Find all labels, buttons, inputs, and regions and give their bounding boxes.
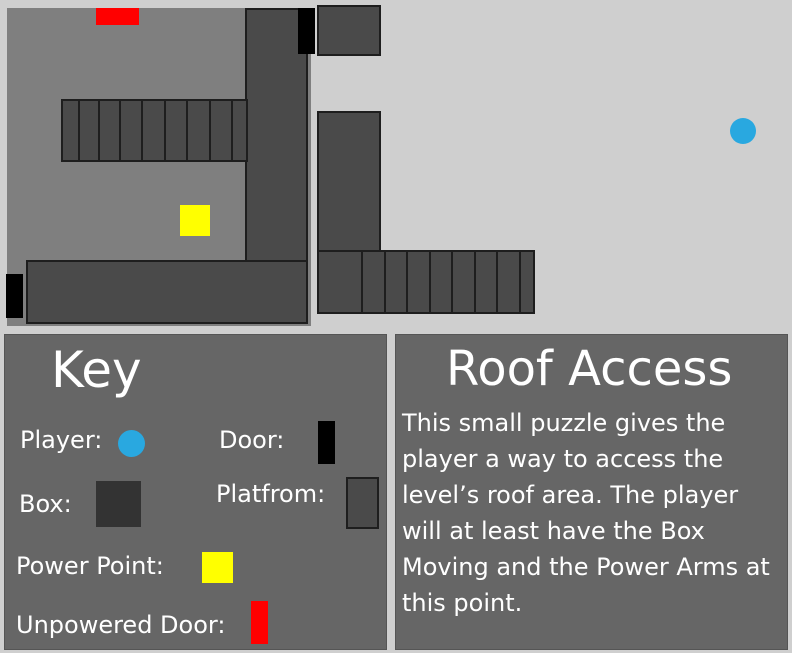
segmented-platform-right xyxy=(317,250,535,314)
power-point-swatch-icon xyxy=(202,552,233,583)
door-label: Door: xyxy=(219,426,285,454)
platform-segment xyxy=(431,252,454,312)
platform-segment xyxy=(386,252,409,312)
platform-mid-right-column xyxy=(317,111,381,256)
platform-segment xyxy=(80,101,101,160)
power-point xyxy=(180,205,210,236)
platform-segment xyxy=(498,252,521,312)
door-top xyxy=(298,8,315,54)
platform-segment xyxy=(476,252,499,312)
platform-top-right xyxy=(317,5,381,56)
info-description: This small puzzle gives the player a way… xyxy=(402,409,770,617)
platform-segment xyxy=(319,252,364,312)
platform-segment xyxy=(233,101,246,160)
key-panel: Key Player: Door: Box: Platfrom: Power P… xyxy=(4,334,387,650)
box-swatch-icon xyxy=(96,481,141,527)
platform-segment xyxy=(63,101,80,160)
platform-segment xyxy=(121,101,144,160)
platform-segment xyxy=(143,101,166,160)
platform-segment xyxy=(166,101,189,160)
player-label: Player: xyxy=(20,426,103,454)
level-map xyxy=(6,5,756,326)
platform-bottom-floor xyxy=(26,260,308,324)
unpowered-door-label: Unpowered Door: xyxy=(16,611,226,639)
platform-segment xyxy=(211,101,233,160)
platform-segment xyxy=(188,101,211,160)
info-panel: Roof Access This small puzzle gives the … xyxy=(395,334,788,650)
player-icon xyxy=(730,118,756,144)
platform-segment xyxy=(363,252,386,312)
platform-label: Platfrom: xyxy=(216,480,326,508)
box-label: Box: xyxy=(19,490,72,518)
segmented-platform-left xyxy=(61,99,248,162)
platform-segment xyxy=(408,252,431,312)
platform-segment xyxy=(453,252,476,312)
door-left xyxy=(6,274,23,318)
unpowered-door-swatch-icon xyxy=(251,601,268,644)
platform-swatch-icon xyxy=(346,477,379,529)
power-point-label: Power Point: xyxy=(16,552,164,580)
platform-vertical-wall xyxy=(245,8,308,266)
info-title: Roof Access xyxy=(446,341,733,397)
unpowered-door xyxy=(96,8,139,25)
key-title: Key xyxy=(51,341,142,399)
player-swatch-icon xyxy=(118,430,145,457)
platform-segment xyxy=(521,252,533,312)
door-swatch-icon xyxy=(318,421,335,464)
platform-segment xyxy=(100,101,121,160)
